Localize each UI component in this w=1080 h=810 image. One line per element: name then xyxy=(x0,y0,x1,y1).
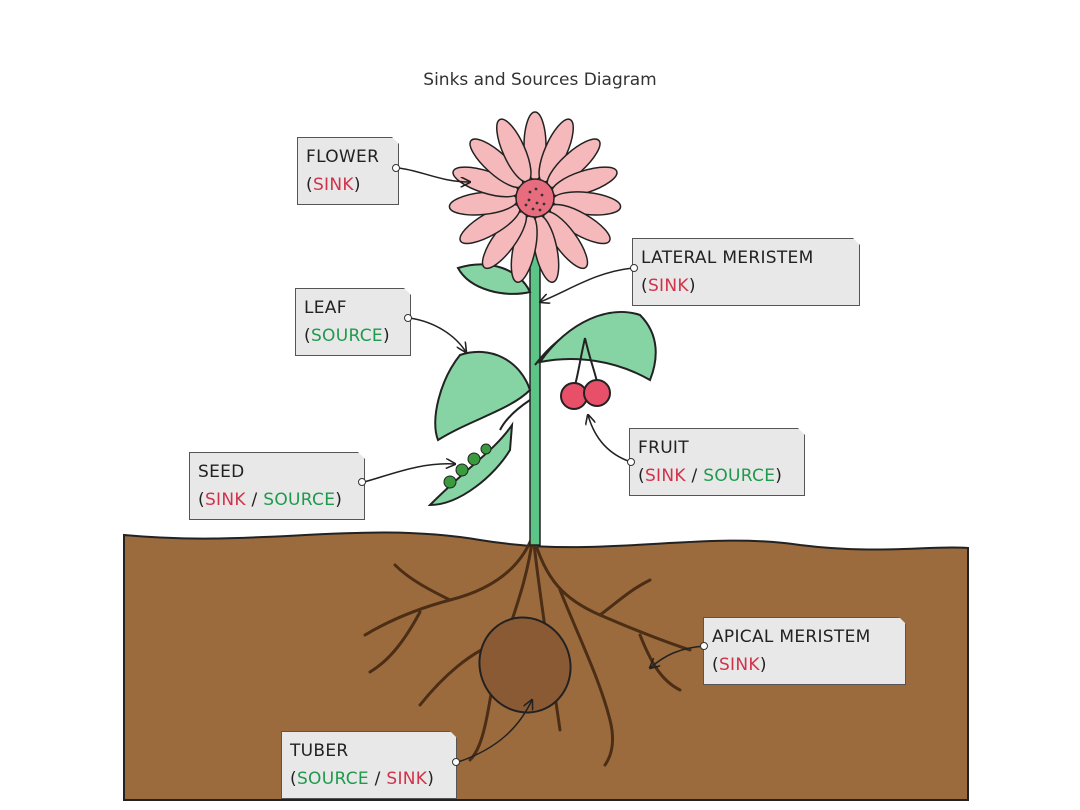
label-leaf-name: LEAF xyxy=(304,298,347,318)
label-lateral-meristem: LATERAL MERISTEM (SINK) xyxy=(632,238,860,306)
label-tuber-name: TUBER xyxy=(290,741,349,761)
label-fruit: FRUIT (SINK / SOURCE) xyxy=(629,428,805,496)
label-seed-sep: / xyxy=(245,490,264,510)
label-flower-paren-open: ( xyxy=(306,175,313,195)
label-seed-type-2: SOURCE xyxy=(263,490,336,510)
label-apical-paren-open: ( xyxy=(712,655,719,675)
label-leaf: LEAF (SOURCE) xyxy=(295,288,411,356)
label-seed: SEED (SINK / SOURCE) xyxy=(189,452,365,520)
label-tuber-sep: / xyxy=(368,769,387,789)
right-leaf xyxy=(537,311,657,382)
seed-pod xyxy=(427,421,514,507)
label-lateral-meristem-name: LATERAL MERISTEM xyxy=(641,248,814,268)
fruit-cherry-1 xyxy=(560,382,588,410)
fruit-cherry-2 xyxy=(583,379,611,407)
label-tuber-paren-close: ) xyxy=(427,769,435,789)
label-tuber-paren-open: ( xyxy=(290,769,297,789)
label-fruit-name: FRUIT xyxy=(638,438,689,458)
label-apical-paren-close: ) xyxy=(759,655,767,675)
label-flower-type: SINK xyxy=(312,175,354,195)
connector-dot-leaf xyxy=(404,314,412,322)
label-fruit-paren-close: ) xyxy=(775,466,783,486)
connector-dot-apical xyxy=(700,642,708,650)
label-tuber-type-2: SINK xyxy=(386,769,428,789)
label-seed-paren-open: ( xyxy=(198,490,205,510)
connector-dot-tuber xyxy=(452,758,460,766)
label-fruit-type-1: SINK xyxy=(644,466,686,486)
connector-arrows xyxy=(363,167,705,763)
label-leaf-type: SOURCE xyxy=(310,326,383,346)
label-tuber: TUBER (SOURCE / SINK) xyxy=(281,731,457,799)
label-lateral-paren-open: ( xyxy=(641,276,648,296)
label-leaf-paren-close: ) xyxy=(382,326,390,346)
label-fruit-paren-open: ( xyxy=(638,466,645,486)
connector-dot-lateral xyxy=(630,264,638,272)
connector-dot-seed xyxy=(358,478,366,486)
label-lateral-type: SINK xyxy=(647,276,689,296)
label-tuber-type-1: SOURCE xyxy=(296,769,369,789)
connector-dot-fruit xyxy=(627,458,635,466)
label-fruit-sep: / xyxy=(685,466,704,486)
label-flower: FLOWER (SINK) xyxy=(297,137,399,205)
label-flower-name: FLOWER xyxy=(306,147,380,167)
tuber xyxy=(478,616,572,714)
label-lateral-paren-close: ) xyxy=(688,276,696,296)
connector-dot-flower xyxy=(392,164,400,172)
label-fruit-type-2: SOURCE xyxy=(703,466,776,486)
label-leaf-paren-open: ( xyxy=(304,326,311,346)
label-flower-paren-close: ) xyxy=(353,175,361,195)
label-apical-meristem-name: APICAL MERISTEM xyxy=(712,627,871,647)
stem xyxy=(529,229,541,546)
flower xyxy=(448,111,622,283)
left-leaf xyxy=(434,350,532,442)
label-apical-type: SINK xyxy=(718,655,760,675)
label-seed-name: SEED xyxy=(198,462,245,482)
label-apical-meristem: APICAL MERISTEM (SINK) xyxy=(703,617,906,685)
label-seed-type-1: SINK xyxy=(204,490,246,510)
diagram-title: Sinks and Sources Diagram xyxy=(423,70,657,90)
label-seed-paren-close: ) xyxy=(335,490,343,510)
